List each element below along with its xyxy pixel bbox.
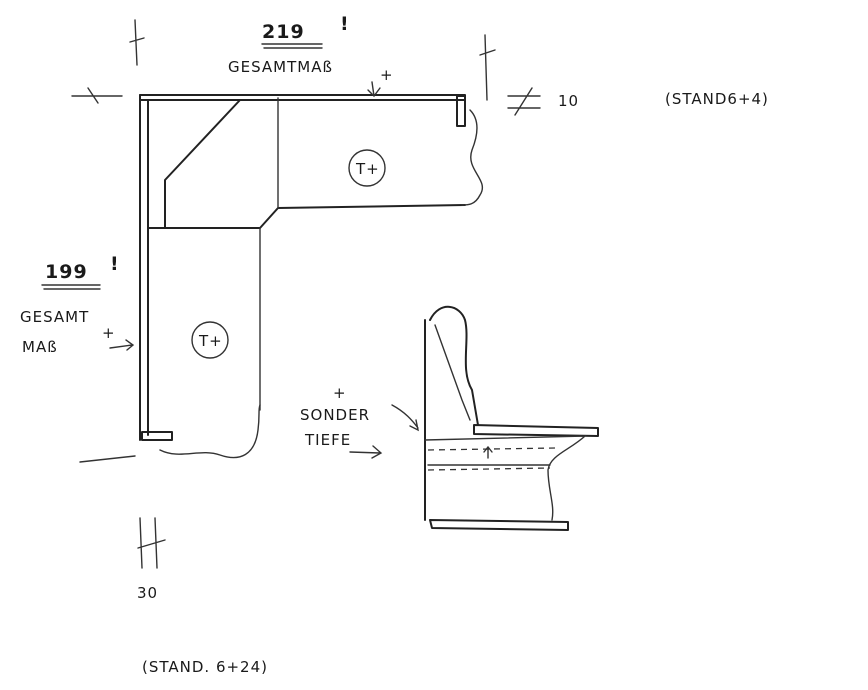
top-dimension-value: 219 <box>262 21 305 43</box>
top-dimension-mark: ! <box>340 13 350 35</box>
right-offset-value: 10 <box>558 92 579 110</box>
left-dimension-plus: + <box>102 324 116 342</box>
bench-side-view: + SONDER TIEFE <box>300 305 599 531</box>
top-dimension-label: GESAMTMAß <box>228 58 333 76</box>
bench-plan <box>139 94 483 459</box>
table-marker-left: T+ <box>191 321 229 359</box>
side-view-label-line2: TIEFE <box>304 431 351 449</box>
side-view-plus: + <box>333 384 347 402</box>
top-dimension-plus: + <box>380 66 394 84</box>
bottom-offset-value: 30 <box>137 584 158 602</box>
left-dimension-mark: ! <box>110 253 120 275</box>
bottom-offset-note: (STAND. 6+24) <box>142 658 268 676</box>
right-offset-note: (STAND6+4) <box>665 90 769 108</box>
left-dimension: 199 ! GESAMT MAß + <box>20 253 120 356</box>
left-dimension-label-line2: MAß <box>22 338 58 356</box>
svg-text:T+: T+ <box>198 332 223 350</box>
top-dimension: 219 ! GESAMTMAß + <box>228 13 394 84</box>
dimension-marks <box>71 19 541 569</box>
left-dimension-value: 199 <box>45 261 88 283</box>
left-dimension-label-line1: GESAMT <box>20 308 89 326</box>
table-marker-top: T+ <box>348 149 386 187</box>
side-view-label-line1: SONDER <box>300 406 370 424</box>
svg-text:T+: T+ <box>355 160 380 178</box>
